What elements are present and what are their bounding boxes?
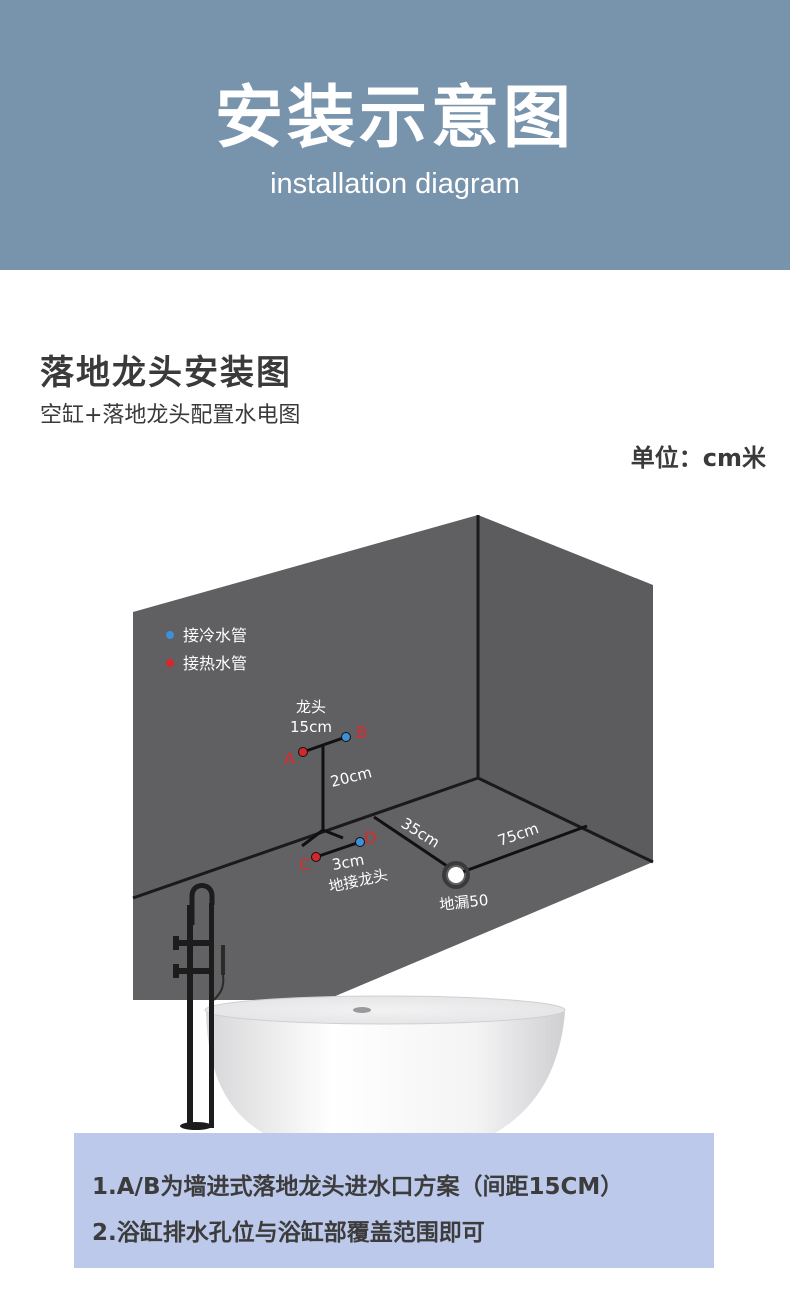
pipe-floor bbox=[301, 828, 324, 848]
dim-line-35 bbox=[373, 815, 448, 868]
bathtub-overflow bbox=[353, 1007, 371, 1013]
faucet-label: 龙头 bbox=[296, 698, 326, 716]
back-wall bbox=[133, 515, 478, 898]
legend-cold: 接冷水管 bbox=[183, 626, 247, 645]
banner-subtitle: installation diagram bbox=[270, 168, 520, 200]
notes-box: 1.A/B为墙进式落地龙头进水口方案（间距15CM） 2.浴缸排水孔位与浴缸部覆… bbox=[74, 1133, 714, 1268]
dim-line-75 bbox=[456, 824, 588, 876]
pipe-ab bbox=[302, 735, 347, 754]
pipe-cd bbox=[315, 840, 361, 859]
side-wall bbox=[478, 515, 653, 862]
spacing-bottom: 3cm bbox=[331, 851, 366, 874]
label-b: B bbox=[356, 723, 367, 742]
bathtub-icon bbox=[206, 1012, 565, 1145]
point-a-hot bbox=[298, 747, 308, 757]
drain-icon bbox=[448, 867, 464, 883]
drain-label: 地漏50 bbox=[439, 891, 490, 914]
section-heading: 落地龙头安装图 bbox=[40, 353, 292, 393]
header-banner: 安装示意图 installation diagram bbox=[0, 0, 790, 270]
bathtub-rim bbox=[204, 995, 566, 1025]
note-1: 1.A/B为墙进式落地龙头进水口方案（间距15CM） bbox=[92, 1174, 624, 1200]
pipe-floor-2 bbox=[322, 828, 344, 840]
point-b-cold bbox=[341, 732, 351, 742]
cold-legend-dot bbox=[166, 631, 174, 639]
point-c-hot bbox=[311, 852, 321, 862]
banner-title: 安装示意图 bbox=[214, 79, 575, 158]
spacing-top: 15cm bbox=[290, 718, 332, 736]
section-subheading: 空缸+落地龙头配置水电图 bbox=[40, 403, 301, 428]
note-2: 2.浴缸排水孔位与浴缸部覆盖范围即可 bbox=[92, 1220, 485, 1246]
label-d: D bbox=[364, 828, 376, 847]
unit-label: 单位：cm米 bbox=[630, 444, 766, 472]
label-a: A bbox=[284, 749, 295, 768]
hot-legend-dot bbox=[166, 659, 174, 667]
faucet-icon bbox=[173, 883, 225, 1130]
label-c: C bbox=[299, 855, 310, 874]
legend-hot: 接热水管 bbox=[183, 654, 247, 673]
floor-edge-line bbox=[132, 776, 479, 900]
drain-ring bbox=[442, 861, 470, 889]
point-d-cold bbox=[355, 837, 365, 847]
floor bbox=[133, 778, 653, 1000]
